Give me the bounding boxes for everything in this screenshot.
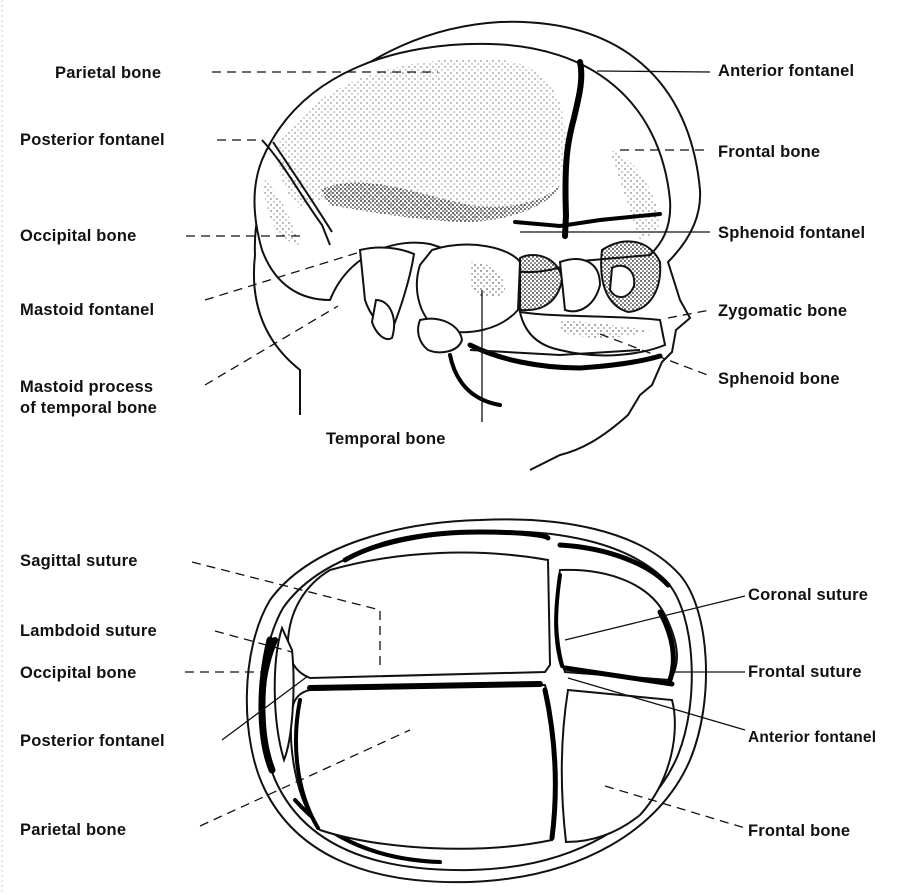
label-frontal-suture: Frontal suture — [748, 663, 862, 681]
label-frontal-bone-lateral: Frontal bone — [718, 143, 820, 161]
label-mastoid-process-line1: Mastoid process — [20, 378, 153, 396]
label-sphenoid-bone: Sphenoid bone — [718, 370, 840, 388]
label-occipital-bone-lateral: Occipital bone — [20, 227, 137, 245]
label-posterior-fontanel-superior: Posterior fontanel — [20, 732, 165, 750]
label-frontal-bone-superior: Frontal bone — [748, 822, 850, 840]
label-parietal-bone-lateral: Parietal bone — [55, 64, 161, 82]
label-parietal-bone-superior: Parietal bone — [20, 821, 126, 839]
label-zygomatic-bone: Zygomatic bone — [718, 302, 847, 320]
label-sagittal-suture: Sagittal suture — [20, 552, 138, 570]
label-occipital-bone-superior: Occipital bone — [20, 664, 137, 682]
label-posterior-fontanel-lateral: Posterior fontanel — [20, 131, 165, 149]
label-anterior-fontanel-lateral: Anterior fontanel — [718, 62, 854, 80]
label-temporal-bone: Temporal bone — [326, 430, 446, 448]
lateral-skull-illustration — [254, 22, 700, 470]
superior-skull-illustration — [247, 519, 706, 882]
label-mastoid-fontanel: Mastoid fontanel — [20, 301, 154, 319]
label-mastoid-process-line2: of temporal bone — [20, 399, 157, 417]
label-anterior-fontanel-superior: Anterior fontanel — [748, 729, 876, 746]
label-sphenoid-fontanel: Sphenoid fontanel — [718, 224, 865, 242]
label-coronal-suture: Coronal suture — [748, 586, 868, 604]
label-lambdoid-suture: Lambdoid suture — [20, 622, 157, 640]
